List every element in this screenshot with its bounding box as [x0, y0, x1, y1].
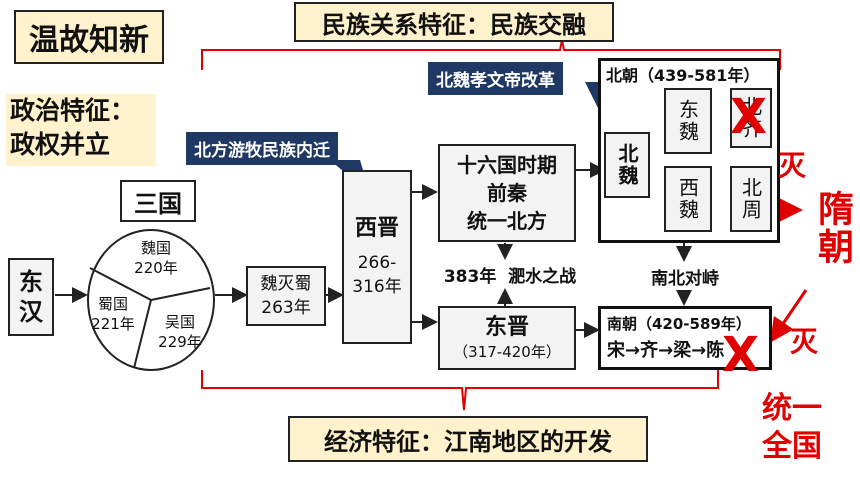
dong-wei-label: 东魏	[675, 99, 700, 143]
dong-jin-years: （317-420年）	[453, 343, 561, 361]
destroy-label-bottom: 灭	[790, 325, 819, 358]
dong-jin-name: 东晋	[484, 315, 529, 340]
xi-jin-name: 西晋	[354, 216, 399, 241]
san-guo-label: 三国	[120, 180, 196, 222]
dong-han-box: 东汉	[8, 258, 54, 336]
political-feature-line2: 政权并立	[10, 130, 111, 159]
xi-wei-box: 西魏	[664, 166, 712, 232]
bei-zhou-box: 北周	[730, 166, 772, 232]
bei-qi-cross-mark: X	[730, 89, 768, 145]
bei-qi-box: 北齐	[730, 88, 772, 148]
north-south-confrontation: 南北对峙	[651, 269, 719, 289]
callout-xiaowen-reform: 北魏孝文帝改革	[428, 62, 563, 95]
chen-cross-mark: X	[722, 327, 760, 383]
wei-kingdom-label: 魏国 220年	[134, 239, 178, 277]
wu-kingdom-label: 吴国 229年	[158, 313, 202, 351]
dong-wei-box: 东魏	[664, 88, 712, 154]
page-title: 温故知新	[14, 10, 164, 64]
sui-dynasty-label: 隋朝	[812, 190, 853, 266]
south-dynasties-sequence: 宋→齐→梁→陈	[607, 340, 725, 361]
shu-kingdom-label: 蜀国 221年	[91, 295, 135, 333]
bei-wei-box: 北魏	[604, 132, 650, 198]
unify-country-label: 统一全国	[762, 391, 822, 464]
bei-wei-label: 北魏	[615, 143, 639, 187]
feishui-battle-label: 383年 淝水之战	[443, 267, 577, 287]
destroy-label-top: 灭	[778, 149, 807, 182]
three-kingdoms-pie: 魏国 220年 蜀国 221年 吴国 229年	[86, 228, 216, 372]
bottom-brace	[201, 370, 719, 411]
xi-jin-years: 266- 316年	[352, 253, 402, 297]
economic-feature-banner: 经济特征：江南地区的开发	[288, 416, 648, 462]
xi-jin-box: 西晋 266- 316年	[342, 170, 412, 344]
political-feature: 政治特征： 政权并立	[6, 94, 156, 166]
political-feature-line1: 政治特征：	[10, 96, 136, 125]
xi-wei-label: 西魏	[675, 177, 700, 221]
bei-qi-label: 北齐	[738, 96, 763, 140]
sixteen-kingdoms-box: 十六国时期 前秦 统一北方	[438, 144, 576, 242]
south-dynasties-box: 南朝（420-589年） 宋→齐→梁→陈	[598, 306, 772, 370]
south-dynasties-title: 南朝（420-589年）	[607, 315, 751, 333]
bei-zhou-label: 北周	[738, 177, 763, 221]
wei-conquers-shu-box: 魏灭蜀 263年	[246, 266, 326, 326]
pie-outline	[87, 229, 215, 371]
ethnic-feature-banner: 民族关系特征：民族交融	[294, 2, 614, 42]
dong-jin-box: 东晋 （317-420年）	[438, 306, 576, 370]
callout-nomad-migration: 北方游牧民族内迁	[186, 132, 338, 165]
north-dynasties-title: 北朝（439-581年）	[606, 66, 760, 85]
